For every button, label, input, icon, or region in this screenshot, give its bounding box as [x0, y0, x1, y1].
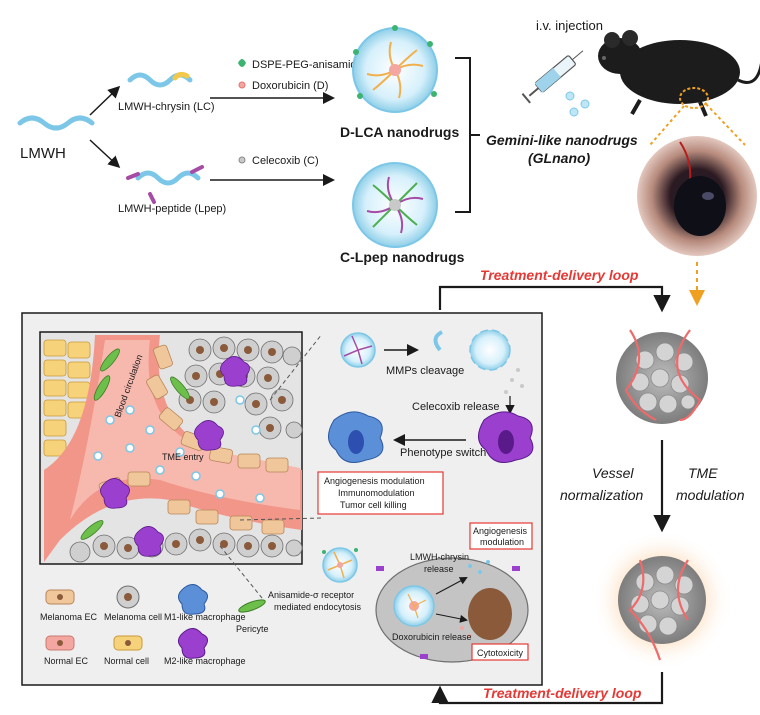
dlca-label: D-LCA nanodrugs	[340, 124, 459, 140]
tumor-photo	[637, 136, 757, 256]
tme-entry-label: TME entry	[162, 452, 204, 462]
lc-release-label-2: release	[424, 564, 454, 574]
angio-label-2: modulation	[480, 537, 524, 547]
angio-box	[469, 522, 533, 550]
tumor-spheroid-before	[616, 329, 708, 424]
loop-arrow-top	[438, 285, 671, 313]
phenotype-label: Phenotype switch	[400, 447, 486, 459]
gemini-label-1: Gemini-like nanodrugs	[486, 132, 638, 148]
dlca-nanoparticle	[352, 25, 438, 113]
celecoxib-label: Celecoxib (C)	[252, 155, 319, 167]
clpep-nanoparticle	[352, 162, 438, 248]
arrow-to-lpep	[89, 139, 121, 169]
legend-normal-ec: Normal EC	[44, 656, 89, 666]
cleaved-particle	[433, 329, 524, 394]
dox-icon	[238, 81, 246, 89]
vessel-label-1: Vessel	[592, 465, 634, 481]
lc-chrysin-end	[172, 71, 190, 81]
tumor-site-marker	[679, 87, 709, 109]
dspe-label: DSPE-PEG-anisamide (A)	[252, 59, 380, 71]
effect-3: Tumor cell killing	[340, 500, 407, 510]
dox-release-label: Doxorubicin release	[392, 632, 472, 642]
lc-label: LMWH-chrysin (LC)	[118, 101, 215, 113]
zoom-line-panel-top	[269, 333, 323, 401]
loop-arrow-bottom	[431, 672, 664, 705]
cytotoxicity-box	[471, 643, 529, 661]
endocytosis-label-1: Anisamide-σ receptor	[268, 590, 354, 600]
lmwh-label: LMWH	[20, 145, 66, 162]
cytotoxicity-label: Cytotoxicity	[477, 648, 524, 658]
lc-release-label-1: LMWH-chrysin	[410, 552, 469, 562]
iv-label: i.v. injection	[536, 18, 603, 33]
mouse-image	[598, 30, 760, 117]
syringe-icon	[521, 50, 584, 104]
legend: Melanoma EC Melanoma cell M1-like macrop…	[40, 584, 269, 666]
legend-normal-cell: Normal cell	[104, 656, 149, 666]
lpep-label: LMWH-peptide (Lpep)	[118, 203, 226, 215]
legend-melanoma-cell: Melanoma cell	[104, 612, 162, 622]
celecoxib-release-label: Celecoxib release	[412, 401, 499, 413]
clpep-label: C-Lpep nanodrugs	[340, 249, 465, 265]
tme-label-2: modulation	[676, 487, 745, 503]
lmwh-strand	[17, 115, 95, 131]
mmp-label: MMPs cleavage	[386, 365, 464, 377]
clpep-particle-small	[340, 332, 376, 368]
vessel-label-2: normalization	[560, 487, 643, 503]
celecoxib-icon	[238, 156, 246, 164]
tumor-spheroid-after	[592, 530, 732, 670]
zoom-line-left	[649, 105, 685, 146]
tme-label-1: TME	[688, 465, 718, 481]
gemini-label-2: (GLnano)	[528, 150, 591, 166]
effects-box	[317, 471, 444, 515]
legend-melanoma-ec: Melanoma EC	[40, 612, 98, 622]
dlca-particle-small	[322, 547, 358, 583]
endocytosis-label-2: mediated endocytosis	[274, 602, 362, 612]
lpep-strand	[135, 170, 201, 186]
legend-m1: M1-like macrophage	[164, 612, 246, 622]
legend-m2: M2-like macrophage	[164, 656, 246, 666]
loop-label-top: Treatment-delivery loop	[480, 267, 639, 283]
dspe-icon	[238, 59, 246, 67]
tumor-cell-large	[375, 557, 529, 663]
arrow-to-lc	[89, 85, 121, 116]
angio-label-1: Angiogenesis	[473, 526, 528, 536]
effect-1: Angiogenesis modulation	[324, 476, 425, 486]
tissue-illustration	[39, 331, 303, 565]
dox-label: Doxorubicin (D)	[252, 80, 328, 92]
gemini-bracket	[455, 57, 480, 213]
loop-label-bottom: Treatment-delivery loop	[483, 685, 642, 701]
legend-pericyte: Pericyte	[236, 624, 269, 634]
injected-particles	[565, 91, 590, 117]
effect-2: Immunomodulation	[338, 488, 415, 498]
lpep-peptide-ends	[126, 165, 204, 204]
